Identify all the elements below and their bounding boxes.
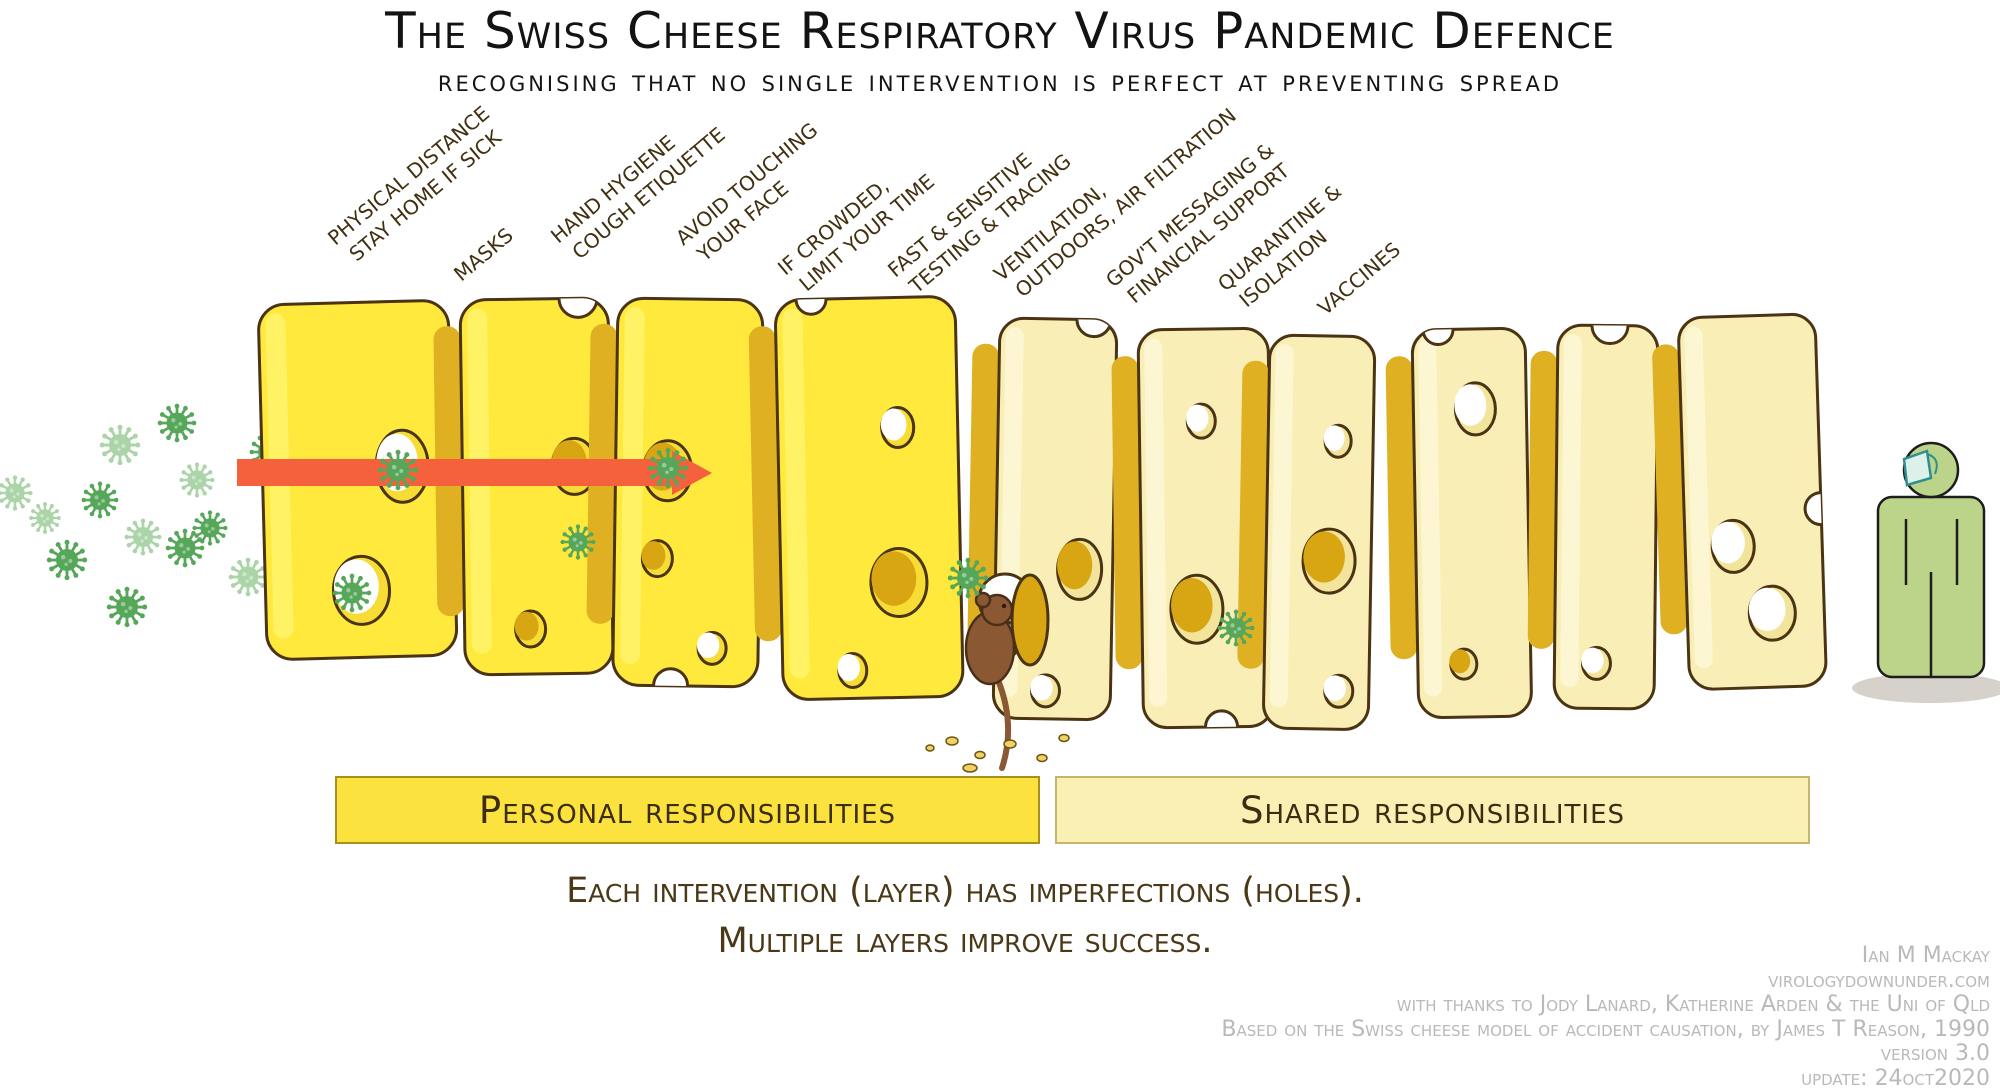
caption-line-1: Each intervention (layer) has imperfecti… (566, 871, 1364, 911)
virus-icon (0, 474, 34, 512)
cheese-hole (1747, 584, 1797, 642)
cheese-hole (1301, 527, 1357, 595)
credit-update: update: 24oct2020 (1801, 1065, 1990, 1091)
face-mask-icon (1902, 449, 1933, 487)
cheese-hole (640, 539, 674, 579)
credit-thanks: with thanks to Jody Lanard, Katherine Ar… (1396, 992, 1990, 1017)
virus-icon (80, 480, 120, 520)
slice-label-line: MASKS (449, 223, 518, 286)
credits: Ian M Mackay virologydownunder.com with … (1221, 943, 1990, 1091)
cheese-hole (696, 630, 728, 666)
cheese-slice (1385, 326, 1533, 720)
virus-icon (178, 461, 216, 499)
virus-icon (227, 556, 269, 598)
cheese-hole (880, 405, 916, 449)
virus-icon (98, 423, 142, 467)
masked-person-icon (1852, 441, 2000, 703)
shared-responsibilities-label: Shared responsibilities (1240, 788, 1625, 832)
credit-model: Based on the Swiss cheese model of accid… (1221, 1016, 1990, 1042)
cheese-notch (1803, 491, 1827, 527)
cheese-hole (1323, 423, 1353, 459)
cheese-hole (1185, 402, 1217, 440)
virus-icon (45, 538, 89, 582)
cheese-crumbs (925, 733, 1070, 773)
cheese-hole (1323, 673, 1355, 709)
cheese-hole (1453, 381, 1497, 437)
slice-label: MASKS (449, 223, 518, 286)
page-subtitle: recognising that no single intervention … (437, 64, 1563, 99)
cheese-hole (1169, 573, 1225, 645)
caption: Each intervention (layer) has imperfecti… (380, 866, 1550, 966)
virus-icon (28, 501, 62, 535)
credit-website: virologydownunder.com (1768, 967, 1990, 993)
cheese-notch (1204, 709, 1240, 728)
personal-responsibilities-bar: Personal responsibilities (335, 776, 1040, 844)
virus-icon (123, 517, 163, 557)
cheese-hole (1056, 537, 1104, 601)
slice-label-line: PHYSICAL DISTANCE (323, 101, 494, 250)
cheese-hole (514, 609, 548, 649)
personal-responsibilities-label: Personal responsibilities (478, 788, 897, 832)
virus-swarm (0, 402, 306, 644)
cheese-slice (1237, 333, 1377, 731)
slice-label: VACCINES (1313, 237, 1405, 320)
caption-line-2: Multiple layers improve success. (717, 921, 1213, 961)
person-shadow (1852, 673, 2000, 703)
page-title: The Swiss Cheese Respiratory Virus Pande… (385, 2, 1615, 60)
credit-author: Ian M Mackay (1861, 943, 1990, 968)
cheese-hole (1710, 518, 1756, 574)
cheese-hole (869, 546, 929, 618)
cheese-hole (837, 651, 869, 689)
cheese-slice (748, 295, 965, 701)
slice-label-line: VACCINES (1313, 237, 1405, 320)
cheese-hole (1449, 647, 1479, 681)
cheese-slice (1527, 323, 1660, 711)
shared-responsibilities-bar: Shared responsibilities (1055, 776, 1810, 844)
cheese-hole (1580, 645, 1612, 681)
mouse-icon (964, 591, 1016, 771)
transmission-arrow-icon (237, 451, 712, 495)
slice-labels: PHYSICAL DISTANCE STAY HOME IF SICK MASK… (323, 101, 1405, 320)
cheese-slice (586, 296, 765, 689)
virus-icon (156, 402, 198, 444)
cheese-hole (1029, 673, 1062, 709)
virus-icon (105, 585, 149, 629)
credit-version: version 3.0 (1880, 1041, 1990, 1066)
cheese-slice (1652, 312, 1828, 691)
